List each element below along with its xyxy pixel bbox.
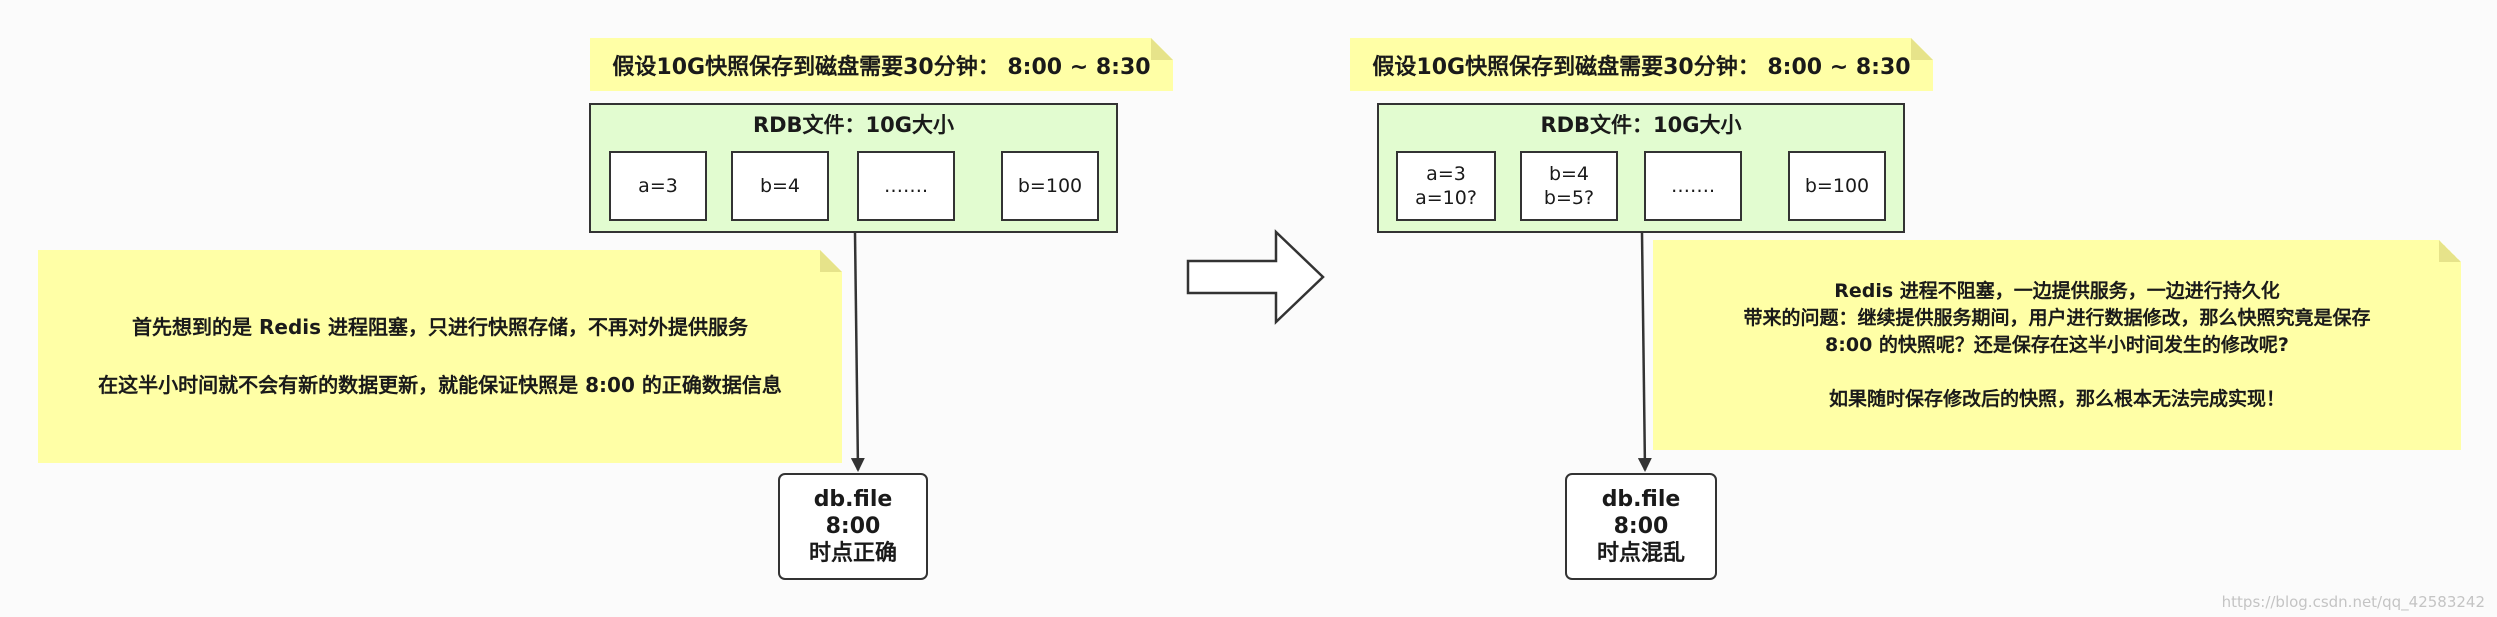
right-rdb-title: RDB文件：10G大小 xyxy=(1540,113,1742,137)
right-db-file: db.file 8:00 时点混乱 xyxy=(1565,473,1717,580)
left-explanation-note: 首先想到的是 Redis 进程阻塞，只进行快照存储，不再对外提供服务 在这半小时… xyxy=(38,250,842,463)
right-cell-ellipsis: ……. xyxy=(1644,151,1742,221)
right-explanation-line: 带来的问题：继续提供服务期间，用户进行数据修改，那么快照究竟是保存 xyxy=(1743,306,2371,329)
transition-arrow xyxy=(1186,229,1325,325)
right-rdb-file: RDB文件：10G大小 a=3 a=10? b=4 b=5? ……. b=100 xyxy=(1377,103,1905,233)
left-db-file: db.file 8:00 时点正确 xyxy=(778,473,928,580)
right-cell-b: b=4 b=5? xyxy=(1520,151,1618,221)
left-cell-a: a=3 xyxy=(609,151,707,221)
left-top-note-text: 假设10G快照保存到磁盘需要30分钟： 8:00 ~ 8:30 xyxy=(612,54,1151,80)
watermark: https://blog.csdn.net/qq_42583242 xyxy=(2221,593,2485,611)
right-rdb-to-file-arrow xyxy=(1637,232,1652,472)
right-top-note: 假设10G快照保存到磁盘需要30分钟： 8:00 ~ 8:30 xyxy=(1350,38,1933,91)
left-cell-ellipsis: ……. xyxy=(857,151,955,221)
left-rdb-title: RDB文件：10G大小 xyxy=(752,113,955,137)
left-explanation-line: 首先想到的是 Redis 进程阻塞，只进行快照存储，不再对外提供服务 xyxy=(132,315,748,339)
right-cell-b100: b=100 xyxy=(1788,151,1886,221)
left-rdb-to-file-arrow xyxy=(850,232,865,472)
right-explanation-line: Redis 进程不阻塞，一边提供服务，一边进行持久化 xyxy=(1834,279,2280,302)
right-explanation-note: Redis 进程不阻塞，一边提供服务，一边进行持久化 带来的问题：继续提供服务期… xyxy=(1653,240,2461,450)
right-cell-a: a=3 a=10? xyxy=(1396,151,1496,221)
right-explanation-line: 8:00 的快照呢？还是保存在这半小时间发生的修改呢? xyxy=(1825,333,2289,356)
left-top-note: 假设10G快照保存到磁盘需要30分钟： 8:00 ~ 8:30 xyxy=(590,38,1173,91)
right-top-note-text: 假设10G快照保存到磁盘需要30分钟： 8:00 ~ 8:30 xyxy=(1372,54,1911,80)
right-explanation-line: 如果随时保存修改后的快照，那么根本无法完成实现！ xyxy=(1828,387,2285,410)
left-cell-b100: b=100 xyxy=(1001,151,1099,221)
left-cell-b: b=4 xyxy=(731,151,829,221)
left-rdb-file: RDB文件：10G大小 a=3 b=4 ……. b=100 xyxy=(589,103,1118,233)
left-explanation-line: 在这半小时间就不会有新的数据更新，就能保证快照是 8:00 的正确数据信息 xyxy=(98,373,782,397)
